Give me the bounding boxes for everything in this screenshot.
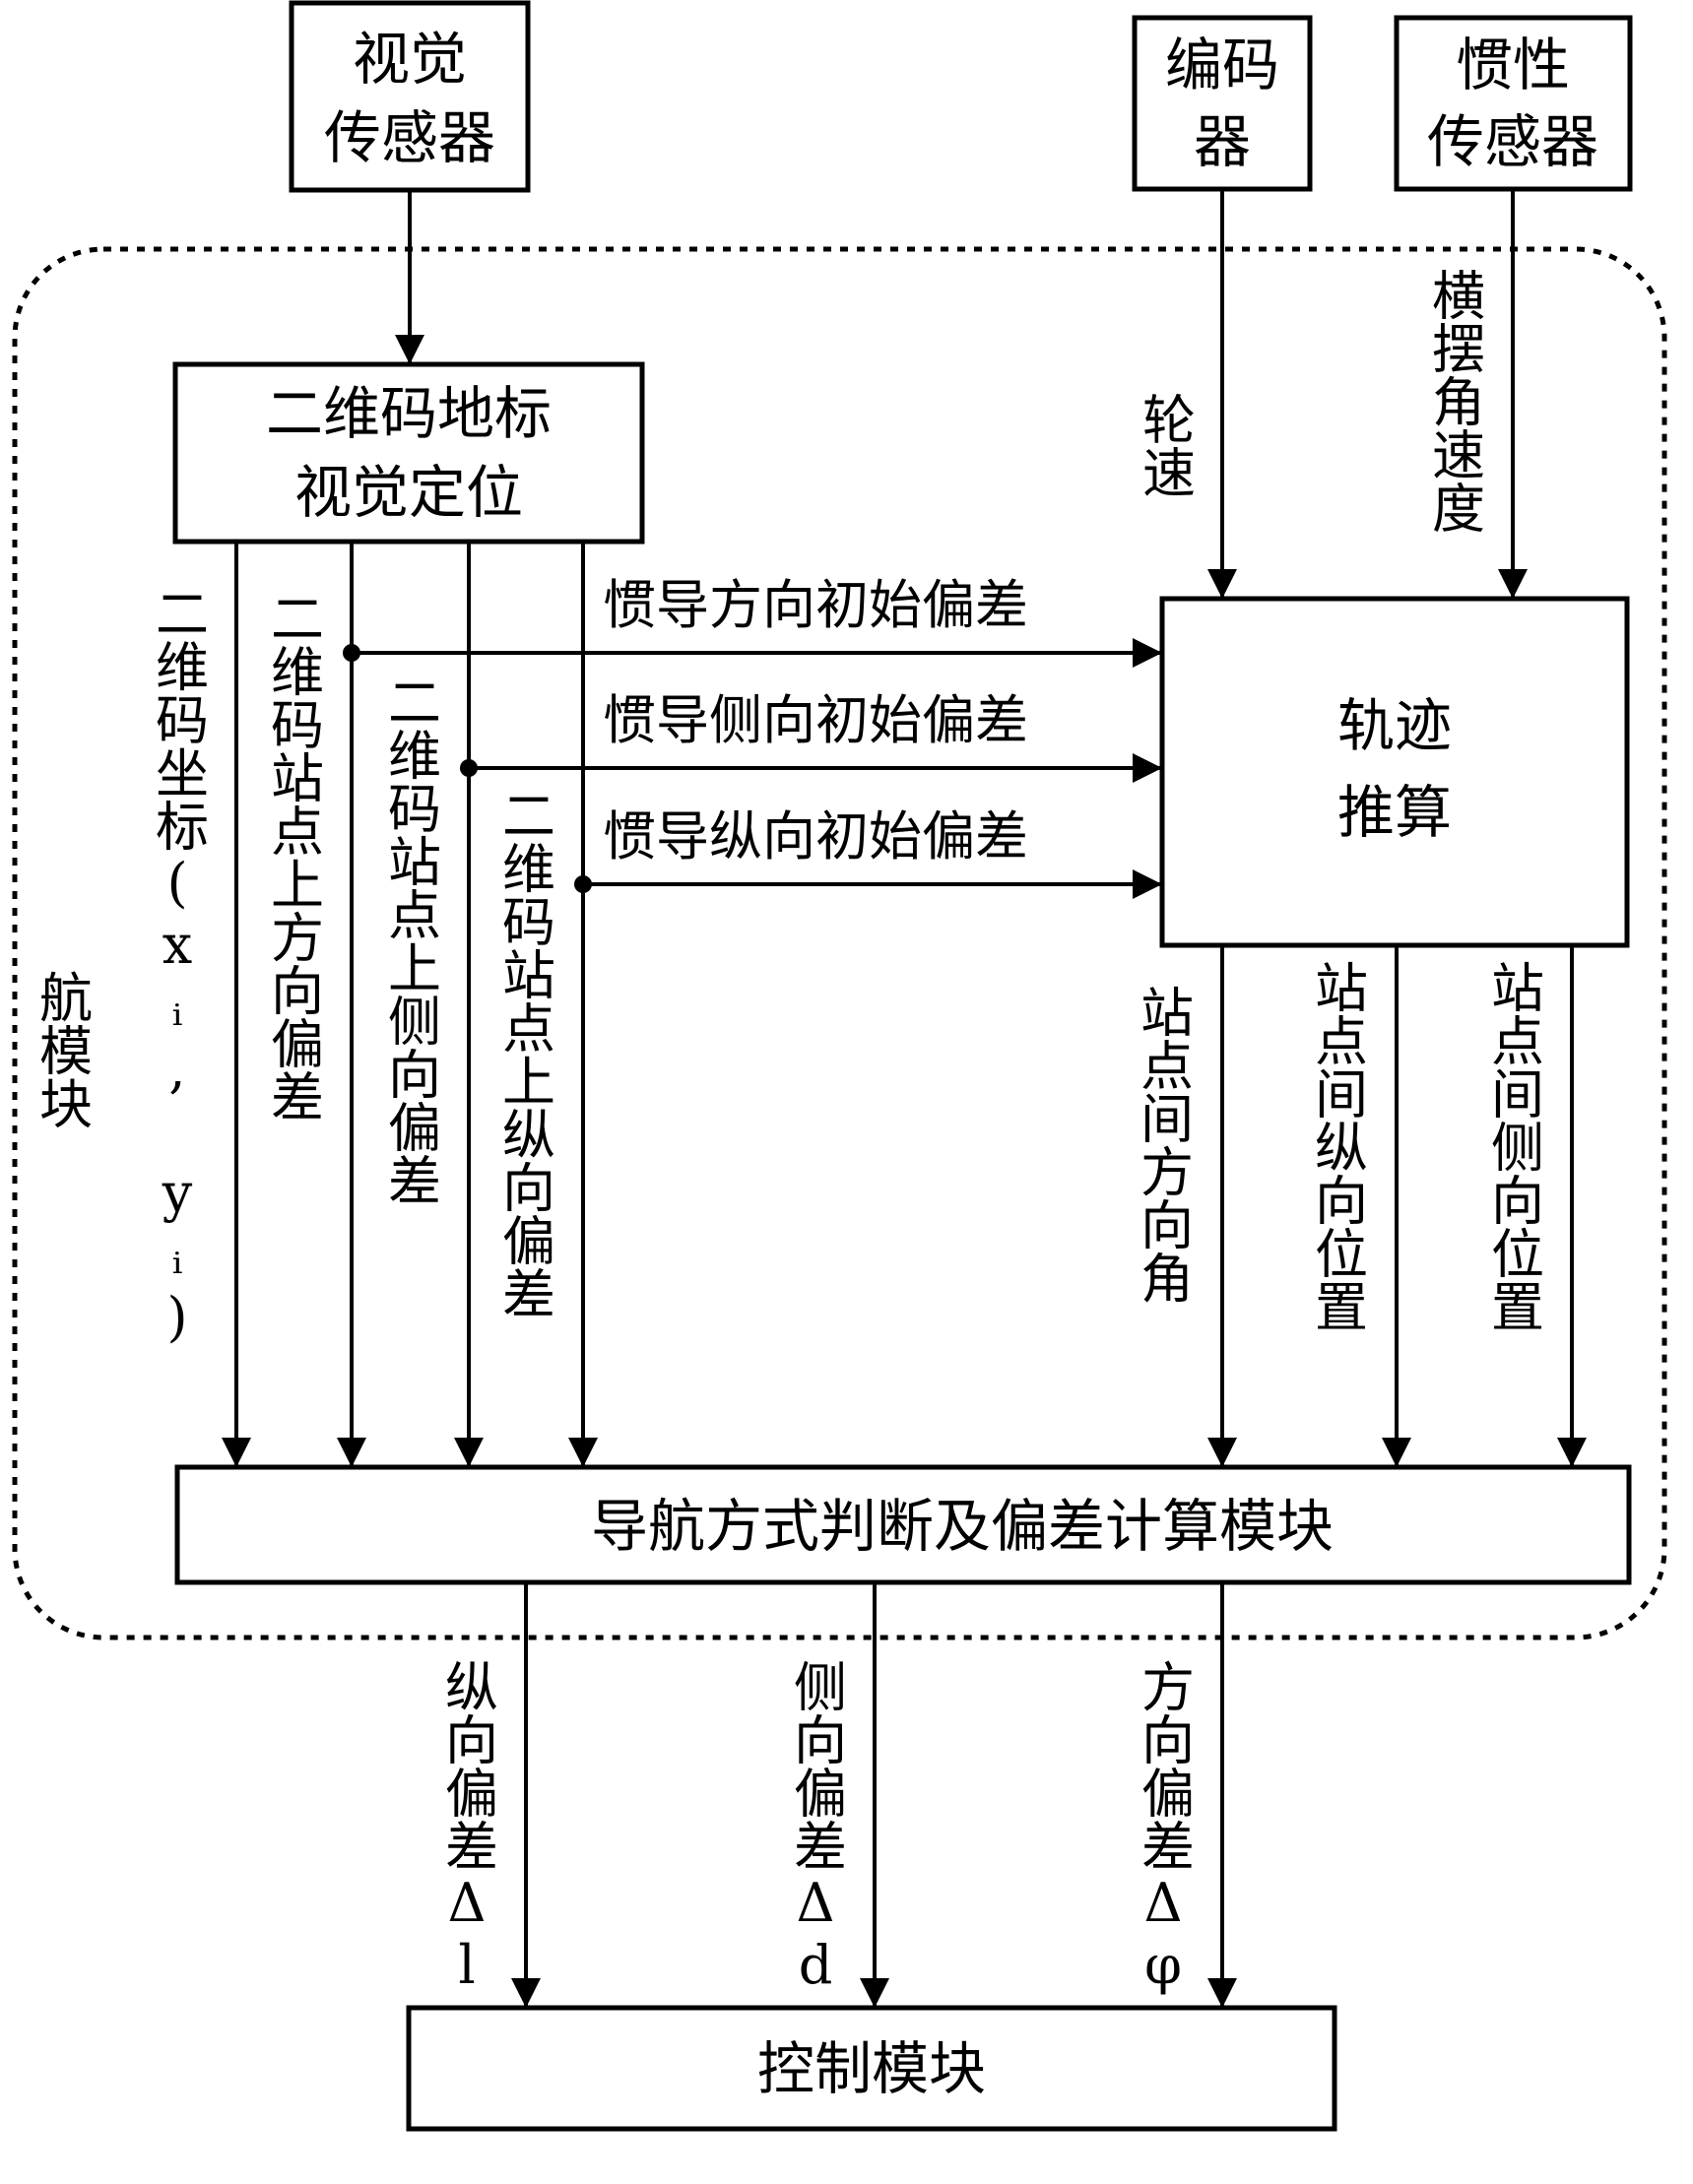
init-longitudinal-label: 惯导纵向初始偏差 <box>603 805 1028 867</box>
encoder-label-line2: 器 <box>1194 108 1251 175</box>
dead-reckoning-box <box>1159 596 1630 948</box>
vision-sensor-box <box>289 0 531 193</box>
control-module-box <box>406 2005 1337 2132</box>
encoder-label-line1: 编码 <box>1165 32 1279 98</box>
encoder-box <box>1132 15 1313 192</box>
station-heading-angle-label: 站点间方向角 <box>1132 985 1194 1304</box>
qr-vision-label-line1: 二维码地标 <box>266 380 552 447</box>
qr-vision-label-line2: 视觉定位 <box>294 459 523 526</box>
lateral-dev-label: 侧向偏差Δd <box>785 1659 847 1996</box>
heading-dev-label: 方向偏差Δφ <box>1133 1659 1195 1996</box>
dead-reckoning-label-line2: 推算 <box>1337 779 1452 846</box>
dead-reckoning-label-line1: 轨迹 <box>1337 692 1452 759</box>
navigation-module-frame <box>12 246 1667 1640</box>
vision-sensor-label-line2: 传感器 <box>324 104 495 171</box>
longitudinal-dev-label: 纵向偏差Δl <box>436 1659 498 1996</box>
qr-coordinate-label: 二维码坐标(xᵢ, yᵢ) <box>147 586 209 1348</box>
wheel-speed-label: 轮速 <box>1134 392 1196 498</box>
inertial-sensor-label-line2: 传感器 <box>1427 108 1598 175</box>
nav-calc-module-label: 导航方式判断及偏差计算模块 <box>591 1493 1334 1560</box>
station-longitudinal-pos-label: 站点间纵向位置 <box>1306 960 1368 1332</box>
init-heading-label: 惯导方向初始偏差 <box>603 574 1028 636</box>
navigation-module-label: 航模块 <box>31 970 93 1129</box>
vision-sensor-label-line1: 视觉 <box>353 26 467 93</box>
yaw-rate-label: 横摆角速度 <box>1423 268 1485 534</box>
qr-heading-dev-label: 二维码站点上方向偏差 <box>262 591 324 1123</box>
init-lateral-label: 惯导侧向初始偏差 <box>603 689 1028 751</box>
station-lateral-pos-label: 站点间侧向位置 <box>1482 960 1544 1332</box>
qr-lateral-dev-label: 二维码站点上侧向偏差 <box>379 674 441 1206</box>
nav-calc-module-box <box>174 1464 1632 1585</box>
control-module-label: 控制模块 <box>757 2035 986 2102</box>
inertial-sensor-label-line1: 惯性 <box>1456 32 1570 98</box>
qr-longitudinal-dev-label: 二维码站点上纵向偏差 <box>493 788 555 1319</box>
